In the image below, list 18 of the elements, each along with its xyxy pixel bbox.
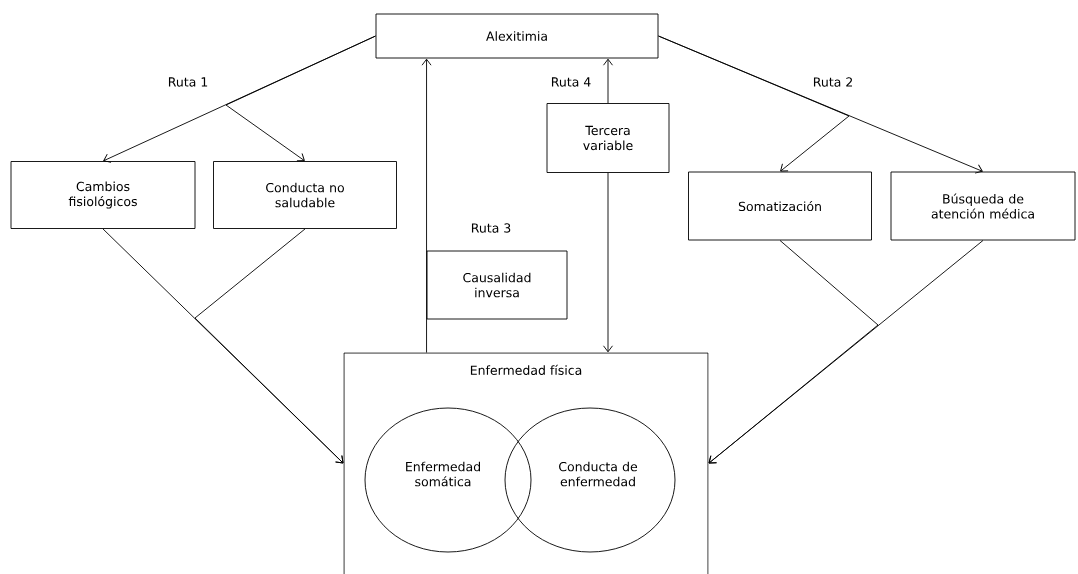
arrow <box>421 58 432 353</box>
process-box: Causalidad inversa <box>426 250 568 320</box>
route-label: Ruta 3 <box>471 223 511 233</box>
process-box: Somatización <box>688 171 872 241</box>
arrow <box>194 228 344 464</box>
arrow <box>603 58 613 104</box>
arrow <box>225 35 376 162</box>
process-box: Alexitimia <box>375 13 659 59</box>
process-box: Cambios fisiológicos <box>10 161 196 229</box>
process-box: Tercera variable <box>546 103 670 173</box>
arrow <box>708 240 984 464</box>
route-label: Ruta 4 <box>551 77 591 87</box>
arrow <box>658 35 983 174</box>
route-label: Ruta 2 <box>813 77 852 87</box>
process-box: Búsqueda de atención médica <box>890 171 1076 241</box>
arrow <box>603 172 613 353</box>
route-label: Ruta 1 <box>168 77 208 87</box>
process-box: Conducta no saludable <box>213 161 397 229</box>
